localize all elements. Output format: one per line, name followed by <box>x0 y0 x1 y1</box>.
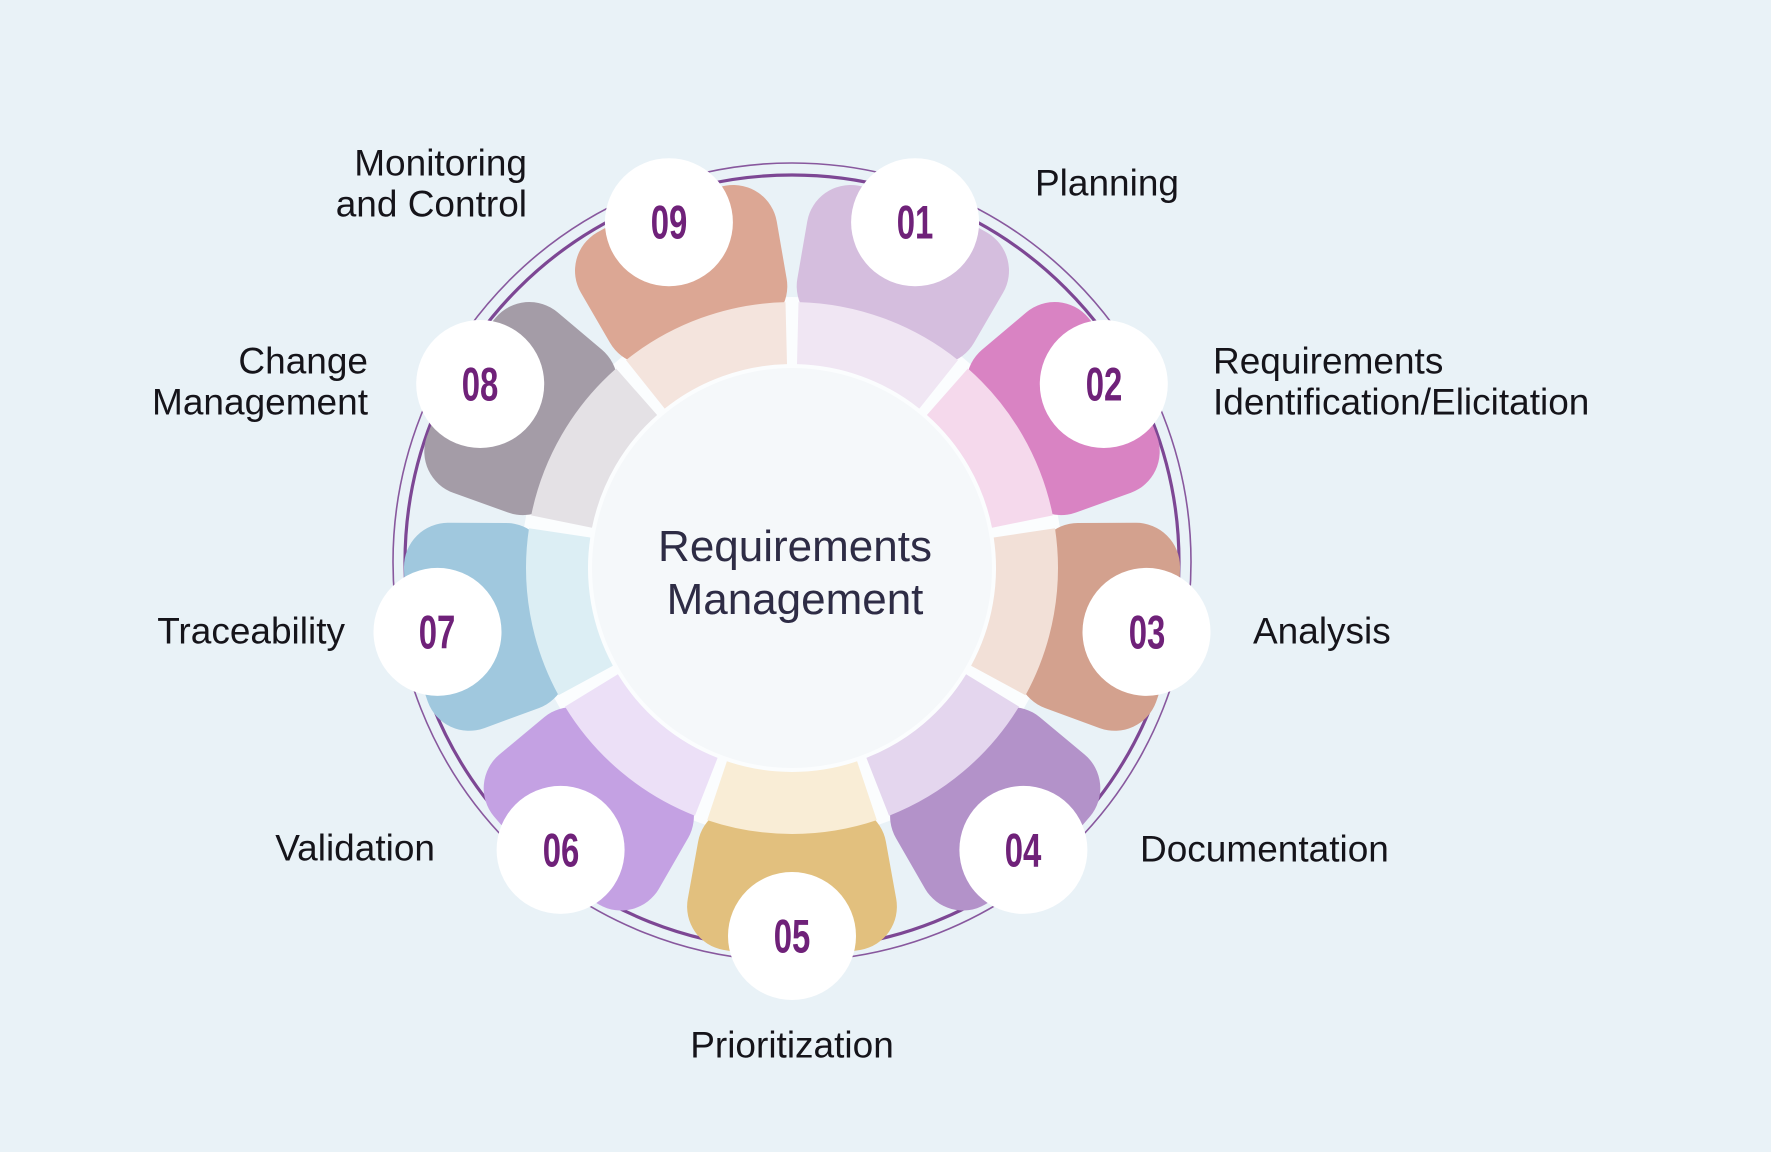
segment-05-label: Prioritization <box>690 1024 894 1066</box>
segment-02-label: Requirements Identification/Elicitation <box>1213 340 1590 423</box>
inner-band-09 <box>626 302 787 409</box>
inner-band-04 <box>866 674 1019 816</box>
segment-09-number-badge: 09 <box>643 199 695 246</box>
number-circle-03 <box>1082 567 1211 696</box>
inner-band-01 <box>797 302 958 409</box>
segment-06-number-badge: 06 <box>535 827 587 874</box>
segment-04-number-badge: 04 <box>997 827 1049 874</box>
inner-band-06 <box>565 674 718 816</box>
segment-09-label: Monitoring and Control <box>335 142 527 225</box>
segment-01-number-badge: 01 <box>889 199 941 246</box>
segment-04-number: 04 <box>1004 823 1042 877</box>
segment-03-number: 03 <box>1128 605 1166 659</box>
segment-02-number-badge: 02 <box>1078 361 1130 408</box>
segment-03-label: Analysis <box>1253 610 1391 652</box>
number-circle-04 <box>959 785 1088 914</box>
segment-03-number-badge: 03 <box>1121 609 1173 656</box>
segment-01-number: 01 <box>896 195 934 249</box>
segment-04-label: Documentation <box>1140 828 1389 870</box>
segment-09-number: 09 <box>650 195 688 249</box>
number-circle-06 <box>496 785 625 914</box>
segment-05-number: 05 <box>773 909 811 963</box>
segment-07-label: Traceability <box>157 610 345 652</box>
number-circle-08 <box>416 320 545 448</box>
segment-07-number-badge: 07 <box>411 609 463 656</box>
segment-01-label: Planning <box>1035 162 1180 204</box>
inner-band-07 <box>526 528 613 696</box>
segment-02-number: 02 <box>1085 357 1123 411</box>
segment-06-label: Validation <box>275 827 435 869</box>
number-circle-05 <box>728 872 856 1000</box>
segment-08-number: 08 <box>461 357 499 411</box>
number-circle-07 <box>373 567 502 696</box>
inner-band-03 <box>971 528 1058 696</box>
center-circle <box>592 368 992 768</box>
number-circle-09 <box>604 158 733 287</box>
inner-band-05 <box>707 761 877 834</box>
inner-band-02 <box>926 368 1053 528</box>
segment-07-number: 07 <box>418 605 456 659</box>
number-circle-02 <box>1039 320 1168 448</box>
diagram-center-title: Requirements Management <box>658 522 932 624</box>
segment-05-number-badge: 05 <box>766 913 818 960</box>
segment-08-label: Change Management <box>152 340 368 423</box>
inner-band-08 <box>531 368 658 528</box>
segment-06-number: 06 <box>542 823 580 877</box>
number-circle-01 <box>851 158 980 287</box>
segment-08-number-badge: 08 <box>454 361 506 408</box>
